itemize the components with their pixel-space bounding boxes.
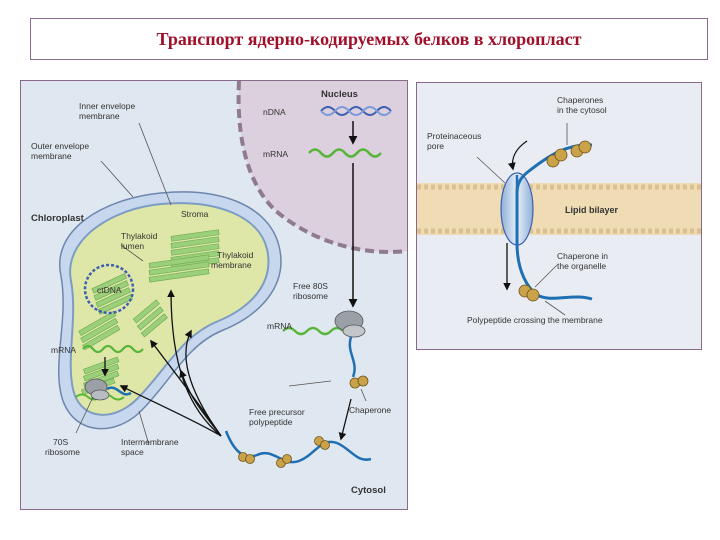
label-free-precursor-2: polypeptide: [249, 417, 293, 427]
label-pore-1: Proteinaceous: [427, 131, 481, 141]
thylakoid-stacks: [78, 229, 220, 396]
label-chaperones-cytosol-1: Chaperones: [557, 95, 603, 105]
chloroplast-diagram-svg: Nucleus nDNA mRNA Inner envelope membran…: [31, 80, 408, 496]
membrane-crossing-diagram: Chaperones in the cytosol Proteinaceous …: [416, 82, 702, 350]
chaperone-cytosol: [349, 375, 369, 389]
lipid-bilayer: [417, 183, 701, 235]
label-nucleus: Nucleus: [321, 89, 358, 100]
label-cytosol: Cytosol: [351, 485, 386, 496]
label-thylakoid-lumen-2: lumen: [121, 241, 144, 251]
label-inner-envelope-2: membrane: [79, 111, 120, 121]
ndna-helix: [320, 106, 392, 116]
label-ctdna: ctDNA: [97, 285, 122, 295]
chaperone-organelle: [518, 284, 540, 302]
label-70s-2: ribosome: [45, 447, 80, 457]
arrow-into-pore: [507, 140, 528, 171]
chloroplast-import-diagram: Nucleus nDNA mRNA Inner envelope membran…: [20, 80, 408, 510]
title-box: Транспорт ядерно-кодируемых белков в хло…: [30, 18, 708, 60]
chaperones-cytosol: [546, 140, 592, 168]
chloroplast-mrna-wave: [82, 344, 144, 354]
label-chaperone-organelle-1: Chaperone in: [557, 251, 608, 261]
label-intermembrane-2: space: [121, 447, 144, 457]
page-title: Транспорт ядерно-кодируемых белков в хло…: [156, 28, 582, 49]
label-70s-1: 70S: [53, 437, 68, 447]
arrow-chaperone-to-precursor: [338, 398, 352, 441]
label-mrna-cytosol: mRNA: [267, 321, 292, 331]
nucleus-mrna-wave: [308, 148, 382, 158]
label-outer-envelope-1: Outer envelope: [31, 141, 89, 151]
label-chaperones-cytosol-2: in the cytosol: [557, 105, 607, 115]
label-mrna-chloroplast: mRNA: [51, 345, 76, 355]
free-precursor-polypeptide: [224, 430, 372, 468]
free-80s-ribosome: [282, 310, 366, 378]
label-stroma: Stroma: [181, 209, 209, 219]
label-polypeptide-crossing: Polypeptide crossing the membrane: [467, 315, 603, 325]
membrane-diagram-svg: Chaperones in the cytosol Proteinaceous …: [417, 95, 701, 325]
label-outer-envelope-2: membrane: [31, 151, 72, 161]
label-free-precursor-1: Free precursor: [249, 407, 305, 417]
label-chloroplast: Chloroplast: [31, 213, 85, 224]
label-chaperone-organelle-2: the organelle: [557, 261, 606, 271]
label-free-ribosome-1: Free 80S: [293, 281, 328, 291]
label-lipid-bilayer: Lipid bilayer: [565, 205, 619, 215]
label-ndna: nDNA: [263, 107, 286, 117]
label-free-ribosome-2: ribosome: [293, 291, 328, 301]
label-mrna-nucleus: mRNA: [263, 149, 288, 159]
import-arrows: [119, 289, 222, 437]
ctdna-circle: [83, 263, 135, 315]
label-intermembrane-1: Intermembrane: [121, 437, 179, 447]
label-thylakoid-membrane-1: Thylakoid: [217, 250, 254, 260]
label-thylakoid-lumen-1: Thylakoid: [121, 231, 158, 241]
ribosome-70s: [75, 378, 132, 401]
label-inner-envelope-1: Inner envelope: [79, 101, 136, 111]
leader-lines-right: [476, 123, 568, 316]
label-chaperone: Chaperone: [349, 405, 391, 415]
nucleus: [236, 80, 408, 254]
label-thylakoid-membrane-2: membrane: [211, 260, 252, 270]
leader-lines: [75, 122, 367, 446]
label-pore-2: pore: [427, 141, 444, 151]
